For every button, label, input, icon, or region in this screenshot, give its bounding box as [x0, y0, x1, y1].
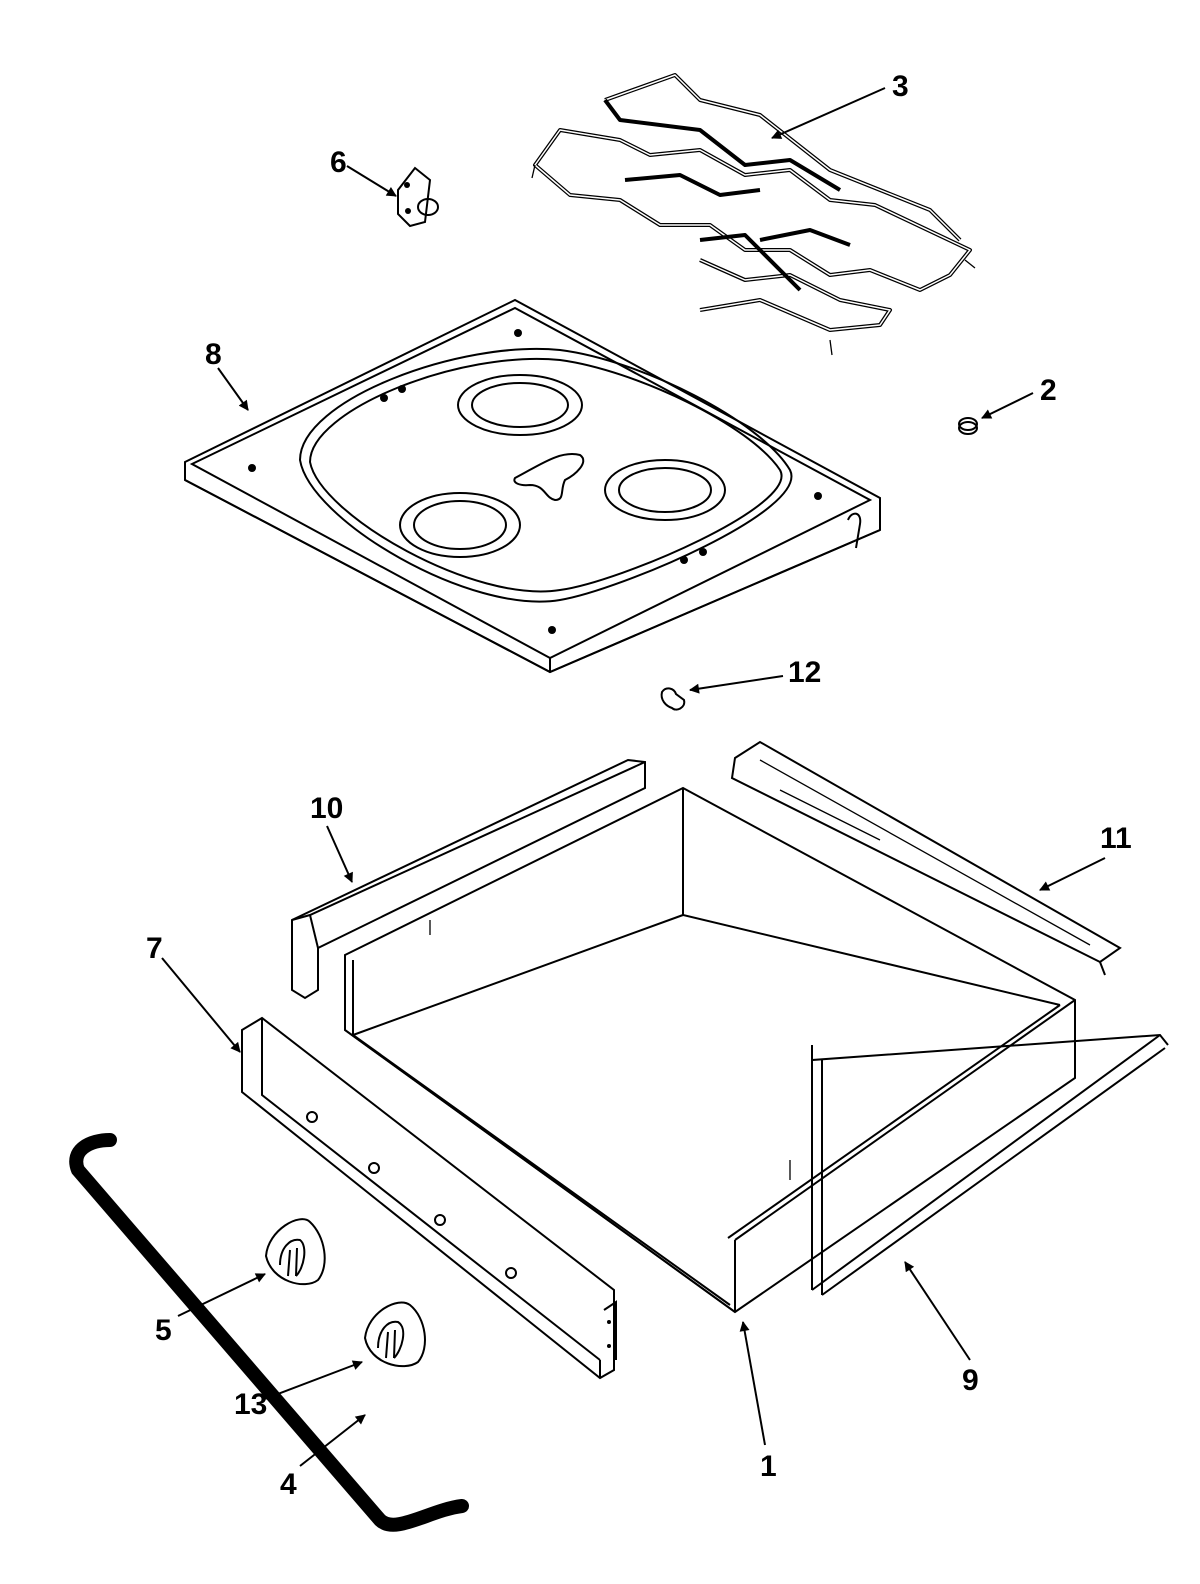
- callout-6: 6: [330, 146, 347, 179]
- bracket-part: [397, 166, 439, 228]
- box-part: [344, 786, 1076, 1314]
- callout-13: 13: [234, 1388, 267, 1421]
- callout-labels: 3 6 8 2 12 10 11 7 5 13 4 1 9: [146, 70, 1132, 1501]
- callout-12: 12: [788, 656, 821, 689]
- leader-lines: [161, 87, 1106, 1467]
- callout-8: 8: [205, 338, 222, 371]
- callout-7: 7: [146, 932, 163, 965]
- callout-4: 4: [280, 1468, 297, 1501]
- control-panel-part: [241, 1016, 617, 1380]
- callout-9: 9: [962, 1364, 979, 1397]
- callout-1: 1: [760, 1450, 777, 1483]
- callout-3: 3: [892, 70, 909, 103]
- callout-10: 10: [310, 792, 343, 825]
- right-trim-part: [730, 740, 1122, 976]
- right-trim-bottom-part: [811, 1033, 1169, 1296]
- cooktop-part: [184, 298, 881, 674]
- callout-2: 2: [1040, 374, 1057, 407]
- knob-upper-part: [264, 1218, 326, 1285]
- screw-part: [660, 687, 686, 711]
- grommet-part: [958, 417, 978, 435]
- left-trim-part: [291, 758, 646, 1000]
- knob-lower-part: [363, 1301, 426, 1368]
- callout-11: 11: [1100, 822, 1132, 855]
- grate-part: [531, 73, 976, 356]
- callout-5: 5: [155, 1314, 172, 1347]
- handle-part: [69, 1133, 469, 1532]
